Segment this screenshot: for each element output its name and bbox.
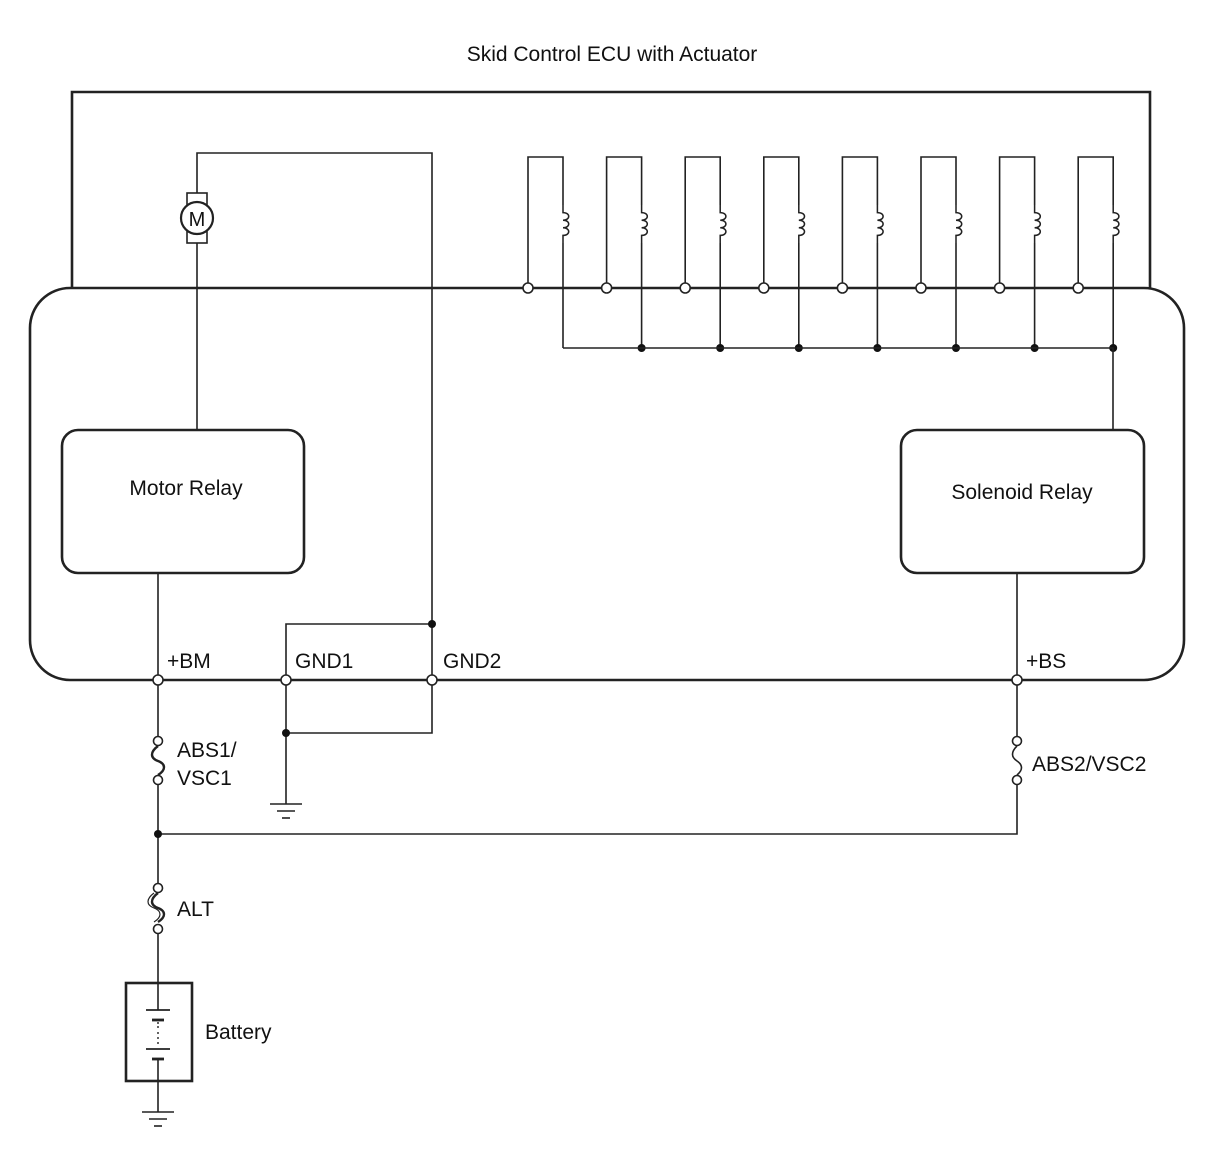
diagram-title: Skid Control ECU with Actuator	[467, 43, 758, 66]
fuse-abs2-icon	[1011, 735, 1023, 786]
solenoid-bus	[563, 347, 1114, 430]
terminal-bs	[1011, 674, 1023, 686]
actuator-housing	[70, 90, 1152, 288]
motor-relay-box	[60, 428, 306, 575]
ground-icon	[270, 803, 302, 819]
gnd-junction-inner	[428, 620, 436, 628]
solenoid-relay-box	[899, 428, 1146, 575]
terminal-bm	[152, 674, 164, 686]
fuse-abs1-label-line1: ABS1/	[177, 739, 237, 762]
battery-icon	[124, 981, 194, 1083]
solenoid-coil-2	[600, 156, 649, 352]
terminal-gnd1-label: GND1	[295, 650, 353, 673]
terminal-gnd2-label: GND2	[443, 650, 501, 673]
ground-loop	[285, 680, 433, 804]
solenoid-coil-3	[679, 156, 727, 352]
solenoid-coil-5	[836, 156, 884, 352]
battery-label: Battery	[205, 1021, 272, 1044]
terminal-gnd1	[280, 674, 292, 686]
motor-icon: M	[179, 192, 215, 244]
solenoid-relay-label: Solenoid Relay	[951, 481, 1093, 504]
battery-ground-icon	[142, 1111, 174, 1127]
gnd1-wire	[285, 623, 432, 680]
motor-label: M	[189, 209, 206, 231]
ground-junction	[282, 729, 290, 737]
motor-feed-wire	[196, 152, 433, 680]
terminal-bm-label: +BM	[167, 650, 211, 673]
solenoid-coil-7	[993, 156, 1042, 352]
fuse-alt-icon	[147, 882, 166, 935]
solenoid-coil-8	[1072, 156, 1120, 352]
motor-relay-label: Motor Relay	[129, 477, 243, 500]
fuse-alt-label: ALT	[177, 898, 214, 921]
terminal-gnd2	[426, 674, 438, 686]
solenoid-coil-4	[757, 156, 806, 352]
fuse-abs2-label: ABS2/VSC2	[1032, 753, 1146, 776]
fuse-abs1-icon	[150, 735, 166, 786]
feed-junction	[154, 830, 162, 838]
solenoid-coil-6	[915, 156, 963, 352]
terminal-bs-label: +BS	[1026, 650, 1066, 673]
fuse-abs1-label-line2: VSC1	[177, 767, 232, 790]
solenoid-group	[522, 156, 1120, 352]
main-feed-wire	[157, 785, 1018, 888]
solenoid-coil-1	[522, 156, 570, 348]
